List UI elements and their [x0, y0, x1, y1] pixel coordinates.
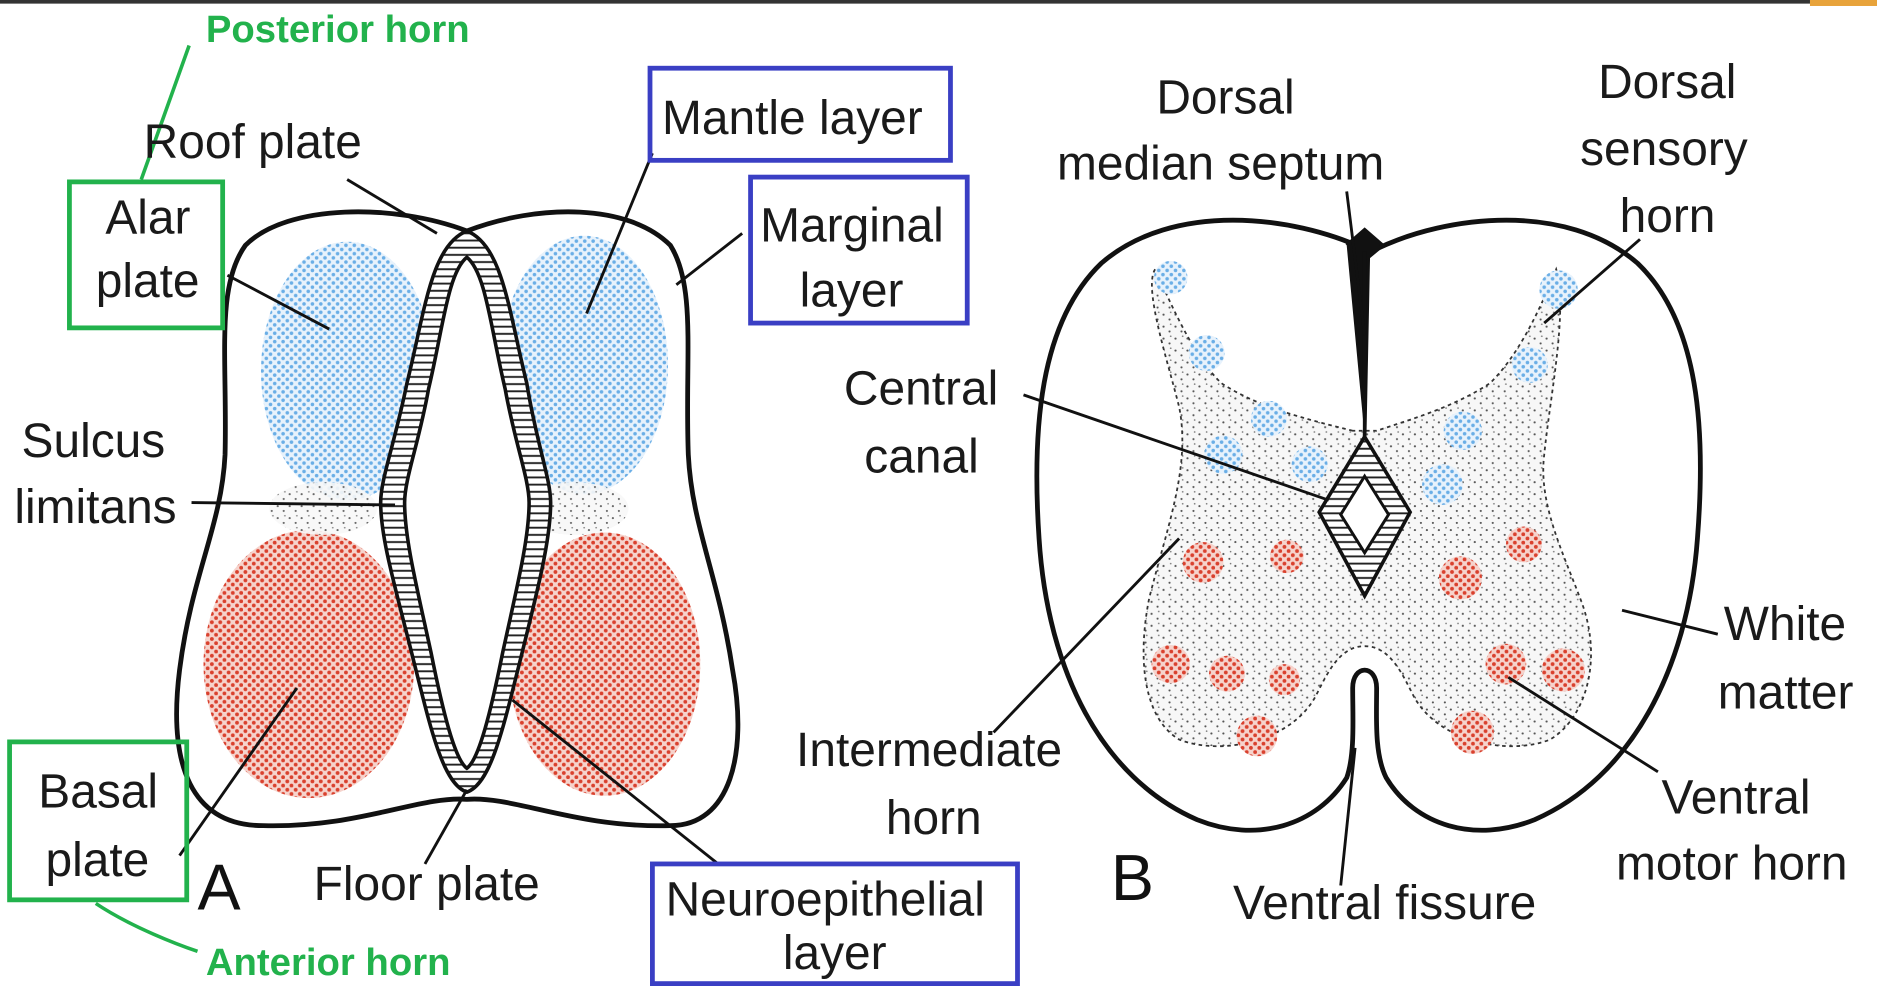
dorsal-sensory-label-2: sensory — [1580, 123, 1748, 176]
marginal-layer-label-1: Marginal — [760, 200, 944, 253]
roof-plate-label: Roof plate — [144, 116, 362, 169]
sensory-nucleus — [1251, 401, 1287, 437]
ventral-motor-label-2: motor horn — [1616, 838, 1847, 891]
sensory-nucleus — [1539, 270, 1577, 308]
motor-nucleus — [1451, 711, 1494, 754]
alar-plate-label-1: Alar — [105, 191, 190, 244]
marginal-layer-label-2: layer — [800, 264, 904, 317]
motor-nucleus — [1152, 645, 1190, 683]
motor-nucleus — [1506, 527, 1542, 563]
motor-nucleus — [1269, 664, 1300, 695]
sensory-nucleus — [1512, 347, 1548, 383]
anterior-horn-label: Anterior horn — [206, 941, 451, 984]
sulcus-stipple-left — [269, 482, 377, 535]
dorsal-sensory-label-3: horn — [1620, 190, 1716, 243]
sensory-nucleus — [1422, 464, 1463, 505]
basal-plate-label-2: plate — [45, 834, 149, 887]
sensory-nucleus — [1292, 446, 1328, 482]
ventral-fissure-label: Ventral fissure — [1233, 877, 1536, 930]
leader-marginal-layer — [676, 233, 742, 284]
sensory-nucleus — [1189, 335, 1225, 371]
white-matter-label-1: White — [1724, 598, 1846, 651]
central-canal-label-1: Central — [844, 362, 998, 415]
motor-nucleus — [1209, 656, 1245, 692]
sulcus-label-2: limitans — [14, 481, 176, 534]
motor-nucleus — [1439, 556, 1482, 599]
orange-corner-accent — [1810, 0, 1877, 6]
basal-plate-label-1: Basal — [38, 766, 158, 819]
floor-plate-label: Floor plate — [314, 858, 540, 911]
motor-nucleus — [1486, 644, 1527, 685]
dorsal-label-1: Dorsal — [1156, 72, 1294, 125]
neuroepithelial-label-1: Neuroepithelial — [666, 873, 985, 926]
motor-nucleus — [1237, 716, 1278, 757]
sulcus-label-1: Sulcus — [22, 415, 166, 468]
sensory-nucleus — [1154, 261, 1188, 295]
intermediate-horn-label-2: horn — [886, 792, 982, 845]
sensory-nucleus — [1444, 412, 1482, 450]
panel-b: Dorsal median septum Dorsal sensory horn… — [796, 56, 1853, 930]
motor-nucleus — [1542, 649, 1585, 692]
motor-nucleus — [1270, 540, 1304, 574]
dorsal-label-2: median septum — [1057, 137, 1384, 190]
central-canal-label-2: canal — [864, 431, 978, 484]
leader-anterior-horn — [96, 903, 198, 951]
panel-b-letter: B — [1111, 842, 1154, 914]
neuroepithelial-label-2: layer — [783, 927, 887, 980]
motor-nucleus — [1183, 542, 1224, 583]
white-matter-label-2: matter — [1718, 666, 1854, 719]
mantle-layer-label: Mantle layer — [662, 92, 923, 145]
ventral-motor-label-1: Ventral — [1662, 772, 1811, 825]
basal-plate-left — [204, 530, 415, 798]
panel-a-letter: A — [198, 851, 241, 923]
dorsal-sensory-label-1: Dorsal — [1598, 56, 1736, 109]
panel-a: Posterior horn Anterior horn Roof plate … — [10, 8, 1018, 984]
alar-plate-label-2: plate — [96, 255, 200, 308]
posterior-horn-label: Posterior horn — [206, 8, 470, 51]
intermediate-horn-label-1: Intermediate — [796, 724, 1062, 777]
